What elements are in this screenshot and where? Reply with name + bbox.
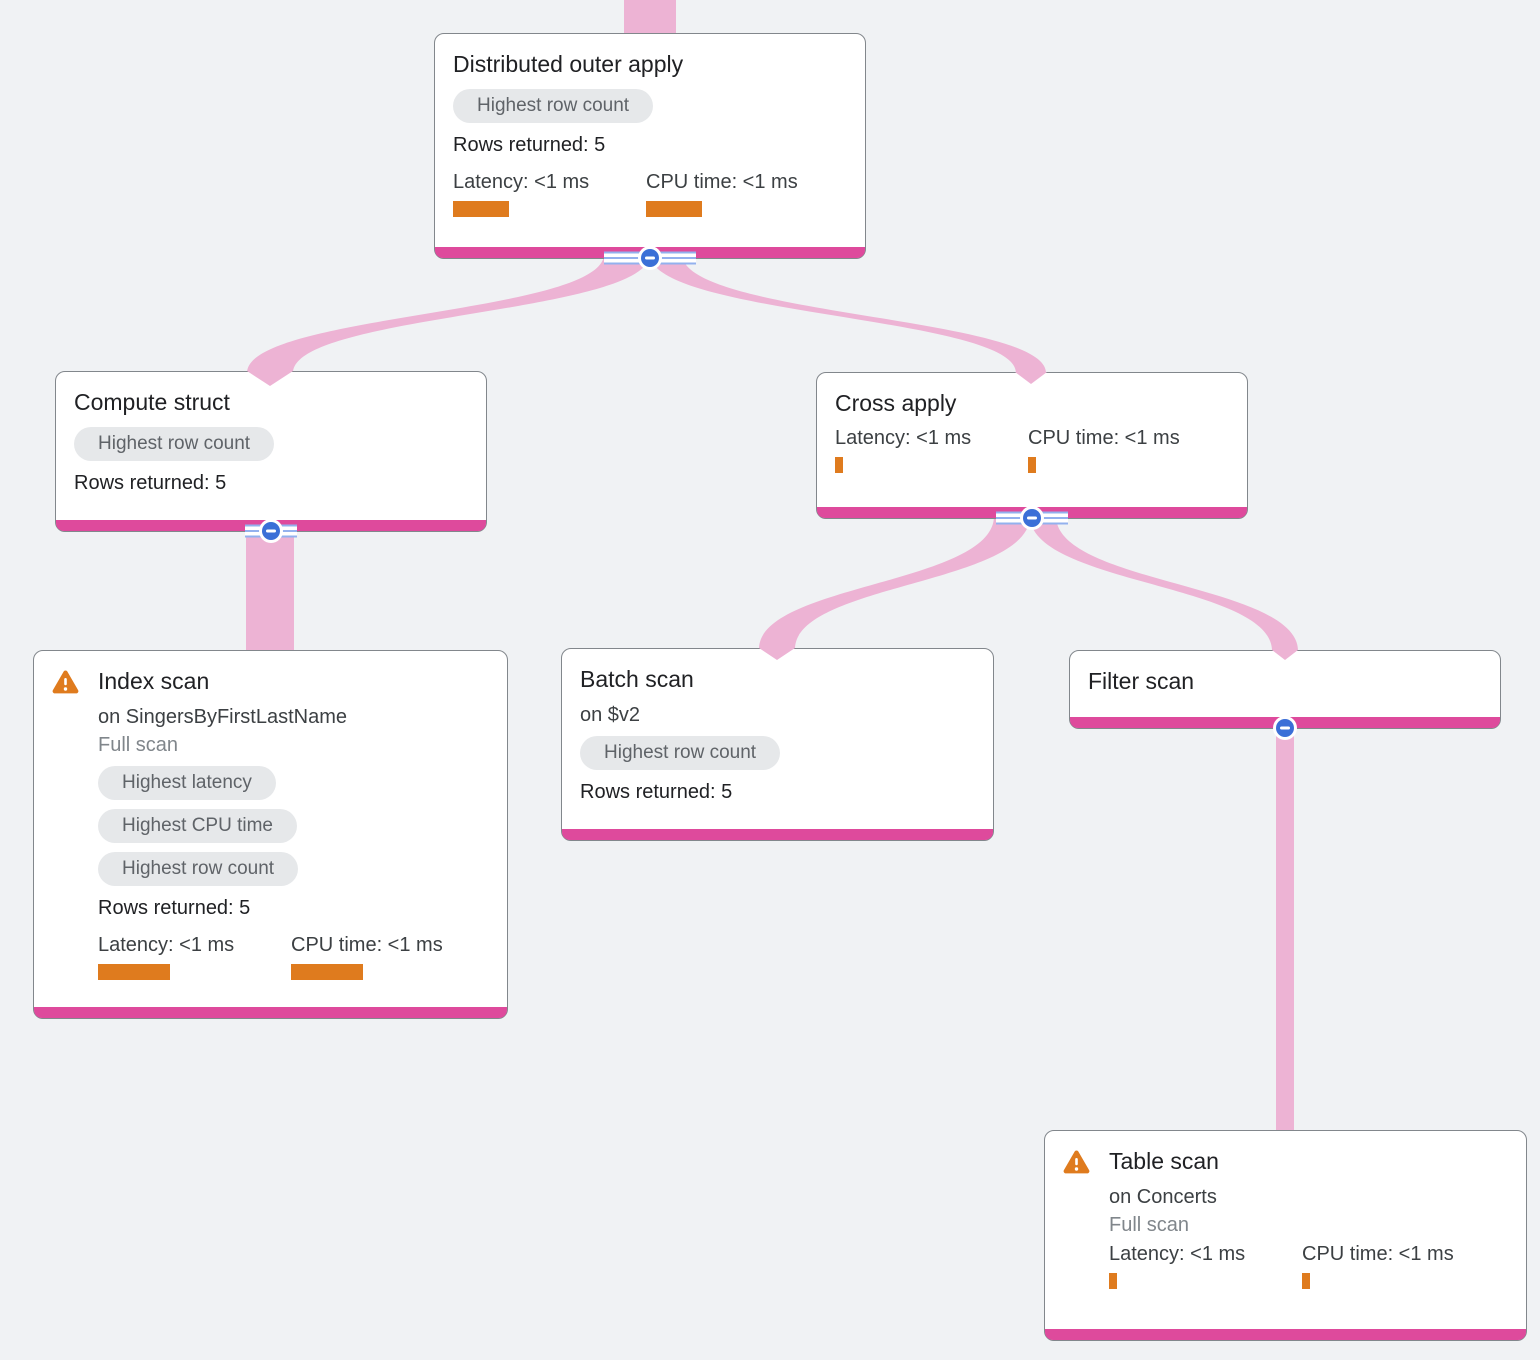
node-filter-scan[interactable]: Filter scan — [1069, 650, 1501, 740]
cpu-time-label: CPU time: <1 ms — [646, 170, 798, 193]
cpu-time-bar — [1028, 456, 1036, 473]
cpu-time-label: CPU time: <1 ms — [291, 933, 443, 956]
link-ribbon-distributed-outer-apply-to-cross-apply — [650, 254, 1046, 373]
cpu-time-label: CPU time: <1 ms — [1302, 1242, 1454, 1265]
node-title: Filter scan — [1088, 668, 1195, 694]
collapse-button[interactable] — [1273, 715, 1297, 741]
node-subtitle: on Concerts — [1109, 1185, 1217, 1208]
latency-bar — [453, 200, 509, 217]
insight-badge: Highest row count — [453, 88, 654, 123]
rows-returned: Rows returned: 5 — [453, 133, 606, 156]
warning-icon — [1063, 1150, 1090, 1174]
node-accent-bar — [1045, 1329, 1526, 1340]
link-arrow-tip — [1015, 372, 1047, 384]
rows-returned: Rows returned: 5 — [98, 896, 251, 919]
insight-badge: Highest latency — [98, 765, 276, 800]
latency-bar — [1109, 1272, 1117, 1289]
node-batch-scan[interactable]: Batch scan on $v2 Highest row count Rows… — [561, 648, 994, 841]
node-accent-bar — [562, 829, 993, 840]
latency-label: Latency: <1 ms — [98, 933, 235, 956]
link-arrow-tip — [247, 371, 293, 386]
link-arrow-tip — [1272, 650, 1298, 660]
node-subtitle: on SingersByFirstLastName — [98, 705, 347, 728]
latency-bar — [835, 456, 843, 473]
minus-icon — [1023, 509, 1041, 527]
node-index-scan[interactable]: Index scan on SingersByFirstLastName Ful… — [33, 650, 508, 1019]
node-subtitle: on $v2 — [580, 703, 641, 726]
node-title: Index scan — [98, 668, 210, 694]
cpu-time-bar — [1302, 1272, 1310, 1289]
warning-icon — [52, 670, 79, 694]
node-title: Batch scan — [580, 666, 694, 692]
cpu-time-bar — [291, 963, 363, 980]
latency-label: Latency: <1 ms — [1109, 1242, 1246, 1265]
insight-badge: Highest row count — [580, 735, 781, 770]
rows-returned: Rows returned: 5 — [74, 471, 227, 494]
node-cross-apply[interactable]: Cross apply Latency: <1 ms CPU time: <1 … — [816, 372, 1248, 530]
scan-type-label: Full scan — [1109, 1213, 1190, 1236]
collapse-button[interactable] — [604, 245, 696, 271]
node-title: Table scan — [1109, 1148, 1219, 1174]
link-arrow-tip — [759, 648, 795, 660]
latency-label: Latency: <1 ms — [453, 170, 590, 193]
link-ribbon-filter-scan-to-table-scan — [1276, 722, 1294, 1180]
minus-icon — [641, 249, 659, 267]
link-ribbon-cross-apply-to-batch-scan — [759, 516, 1030, 649]
collapse-button[interactable] — [245, 518, 297, 544]
node-table-scan[interactable]: Table scan on Concerts Full scan Latency… — [1044, 1130, 1527, 1341]
node-title: Cross apply — [835, 390, 957, 416]
rows-returned: Rows returned: 5 — [580, 780, 733, 803]
node-distributed-outer-apply[interactable]: Distributed outer apply Highest row coun… — [434, 33, 866, 270]
latency-label: Latency: <1 ms — [835, 426, 972, 449]
node-accent-bar — [34, 1007, 507, 1018]
minus-icon — [1276, 719, 1294, 737]
minus-icon — [262, 522, 280, 540]
link-ribbon-distributed-outer-apply-to-compute-struct — [247, 254, 650, 373]
insight-badge: Highest row count — [98, 851, 299, 886]
insight-badge: Highest row count — [74, 426, 275, 461]
scan-type-label: Full scan — [98, 733, 179, 756]
collapse-button[interactable] — [996, 505, 1068, 531]
node-compute-struct[interactable]: Compute struct Highest row count Rows re… — [55, 371, 487, 543]
insight-badge: Highest CPU time — [98, 808, 297, 843]
node-title: Compute struct — [74, 389, 230, 415]
latency-bar — [98, 963, 170, 980]
cpu-time-bar — [646, 200, 702, 217]
cpu-time-label: CPU time: <1 ms — [1028, 426, 1180, 449]
node-title: Distributed outer apply — [453, 51, 684, 77]
link-ribbon-cross-apply-to-filter-scan — [1030, 516, 1298, 651]
